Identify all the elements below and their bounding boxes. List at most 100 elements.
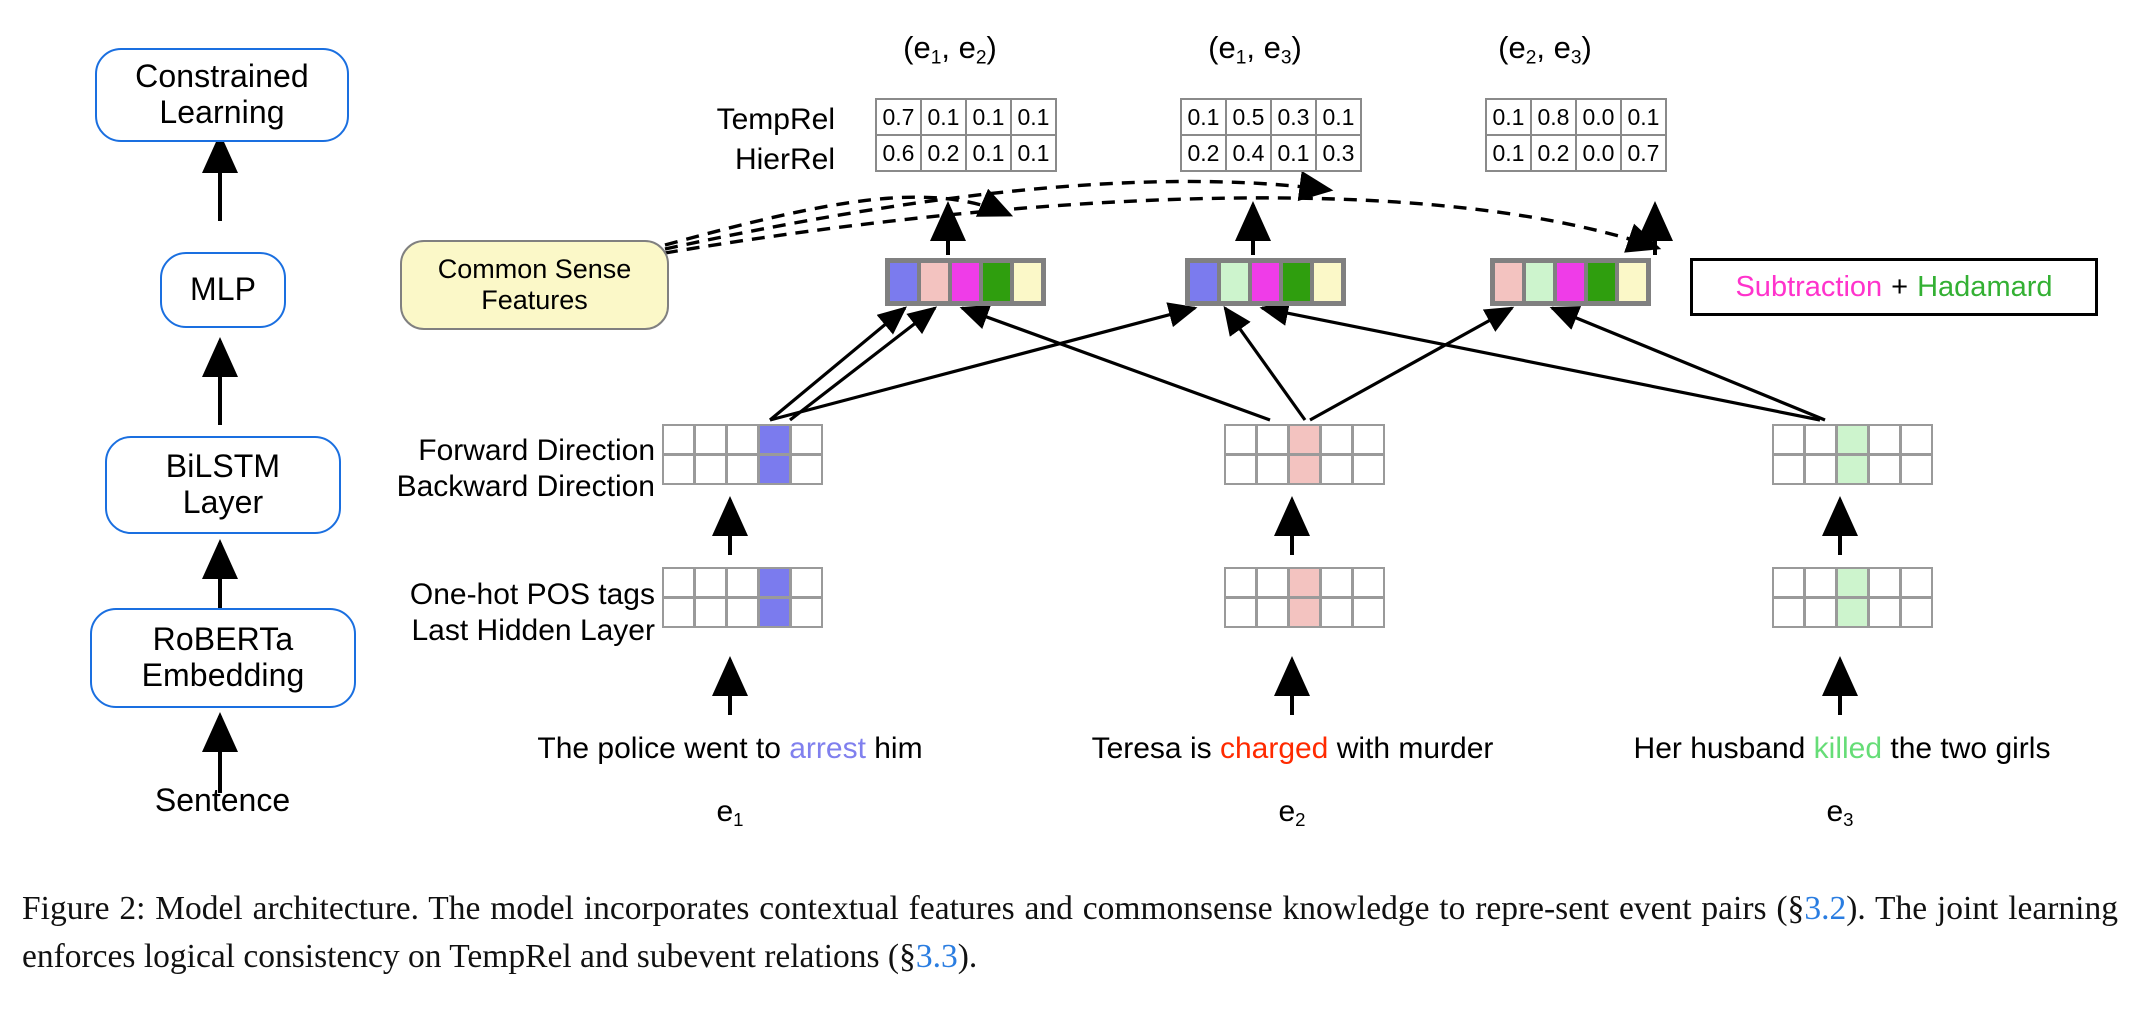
caption-part1: Figure 2: Model architecture. The model …: [22, 890, 1805, 927]
embedding-grid-row: [662, 597, 823, 628]
prob-cell: 0.3: [1315, 136, 1360, 170]
row-label-pos-tags: One-hot POS tags: [409, 578, 655, 611]
sentence-prefix: Her husband: [1633, 732, 1814, 765]
prob-cell: 0.1: [920, 100, 965, 134]
grid-cell: [1224, 567, 1257, 598]
grid-cell: [790, 597, 823, 628]
grid-cell-highlight: [758, 567, 791, 598]
prob-cell: 0.1: [1315, 100, 1360, 134]
prob-cell: 0.2: [1530, 136, 1575, 170]
prob-row-hierrel: 0.6 0.2 0.1 0.1: [877, 134, 1055, 170]
event-label-e2: e2: [1192, 795, 1392, 831]
feature-segment: [1014, 263, 1041, 301]
sentence-e1: The police went to arrest him: [480, 732, 980, 766]
grid-cell: [1900, 567, 1933, 598]
grid-cell: [1804, 454, 1837, 485]
feature-segment: [1221, 263, 1248, 301]
pair-header-e1-e2: (e1, e2): [830, 30, 1070, 69]
sentence-prefix: Teresa is: [1091, 732, 1220, 765]
pair-header-e2-e3: (e2, e3): [1425, 30, 1665, 69]
grid-cell: [694, 424, 727, 455]
grid-cell: [1320, 567, 1353, 598]
event-label-sub: 3: [1843, 809, 1854, 831]
embedding-grid-e3: [1772, 567, 1933, 628]
pair-header-text: , e: [1246, 30, 1281, 65]
grid-cell: [1256, 597, 1289, 628]
grid-cell-highlight: [758, 597, 791, 628]
prob-cell: 0.7: [1620, 136, 1665, 170]
grid-cell-highlight: [1288, 597, 1321, 628]
grid-cell: [1352, 567, 1385, 598]
pipeline-box-mlp[interactable]: MLP: [160, 252, 286, 328]
grid-cell: [1868, 567, 1901, 598]
legend-subtraction-label: Subtraction: [1735, 270, 1883, 303]
event-label-base: e: [1826, 795, 1844, 828]
embedding-grid-row: [1224, 597, 1385, 628]
pair-header-text: , e: [1536, 30, 1571, 65]
sentence-prefix: The police went to: [537, 732, 790, 765]
prob-cell: 0.1: [1492, 103, 1525, 130]
pair-header-sub: 2: [975, 47, 987, 69]
grid-cell: [694, 567, 727, 598]
grid-cell-highlight: [1836, 567, 1869, 598]
prob-table-e1-e3: 0.1 0.5 0.3 0.1 0.2 0.4 0.1 0.3: [1180, 98, 1362, 172]
grid-cell: [790, 567, 823, 598]
grid-cell: [1868, 424, 1901, 455]
prob-cell: 0.0: [1575, 136, 1620, 170]
caption-part3: ).: [957, 937, 978, 975]
feature-segment: [1190, 263, 1217, 301]
grid-cell: [1900, 454, 1933, 485]
prob-cell: 0.7: [882, 103, 915, 130]
feature-segment: [1314, 263, 1341, 301]
grid-cell-highlight: [1836, 454, 1869, 485]
sentence-suffix: him: [865, 732, 923, 765]
feature-segment: [1588, 263, 1615, 301]
pair-feature-strip-e1-e3: [1185, 258, 1346, 306]
feature-segment: [1252, 263, 1279, 301]
pair-header-e1-e3: (e1, e3): [1135, 30, 1375, 69]
grid-cell-highlight: [1836, 597, 1869, 628]
sentence-suffix: the two girls: [1882, 732, 2051, 765]
row-label-last-hidden-layer: Last Hidden Layer: [411, 614, 656, 647]
prob-table-e2-e3: 0.1 0.8 0.0 0.1 0.1 0.2 0.0 0.7: [1485, 98, 1667, 172]
grid-cell: [662, 567, 695, 598]
pair-header-text: (e: [903, 30, 931, 65]
grid-cell: [1352, 454, 1385, 485]
grid-cell: [1900, 424, 1933, 455]
grid-cell: [726, 454, 759, 485]
embedding-grid-row: [662, 567, 823, 598]
event-trigger-word: charged: [1219, 732, 1329, 765]
prob-cell: 0.5: [1225, 100, 1270, 134]
prob-cell: 0.1: [965, 136, 1010, 170]
bilstm-grid-row: [1224, 454, 1385, 485]
pair-header-sub: 1: [930, 47, 942, 69]
grid-cell: [1224, 454, 1257, 485]
grid-cell: [726, 597, 759, 628]
grid-cell: [1772, 567, 1805, 598]
row-label-hierrel: HierRel: [734, 143, 835, 176]
pipeline-input-label: Sentence: [154, 782, 291, 818]
grid-cell: [1772, 424, 1805, 455]
pair-header-text: (e: [1208, 30, 1236, 65]
pair-header-text: ): [1581, 30, 1592, 65]
grid-cell: [1804, 597, 1837, 628]
bilstm-grid-e3: [1772, 424, 1933, 485]
bilstm-grid-e1: [662, 424, 823, 485]
grid-cell-highlight: [1288, 567, 1321, 598]
prob-cell: 0.3: [1270, 100, 1315, 134]
embedding-grid-row: [1772, 567, 1933, 598]
embedding-grid-e2: [1224, 567, 1385, 628]
grid-cell: [1900, 597, 1933, 628]
grid-cell-highlight: [758, 454, 791, 485]
pair-header-text: (e: [1498, 30, 1526, 65]
grid-cell: [1804, 567, 1837, 598]
grid-cell: [1320, 424, 1353, 455]
feature-segment: [1283, 263, 1310, 301]
